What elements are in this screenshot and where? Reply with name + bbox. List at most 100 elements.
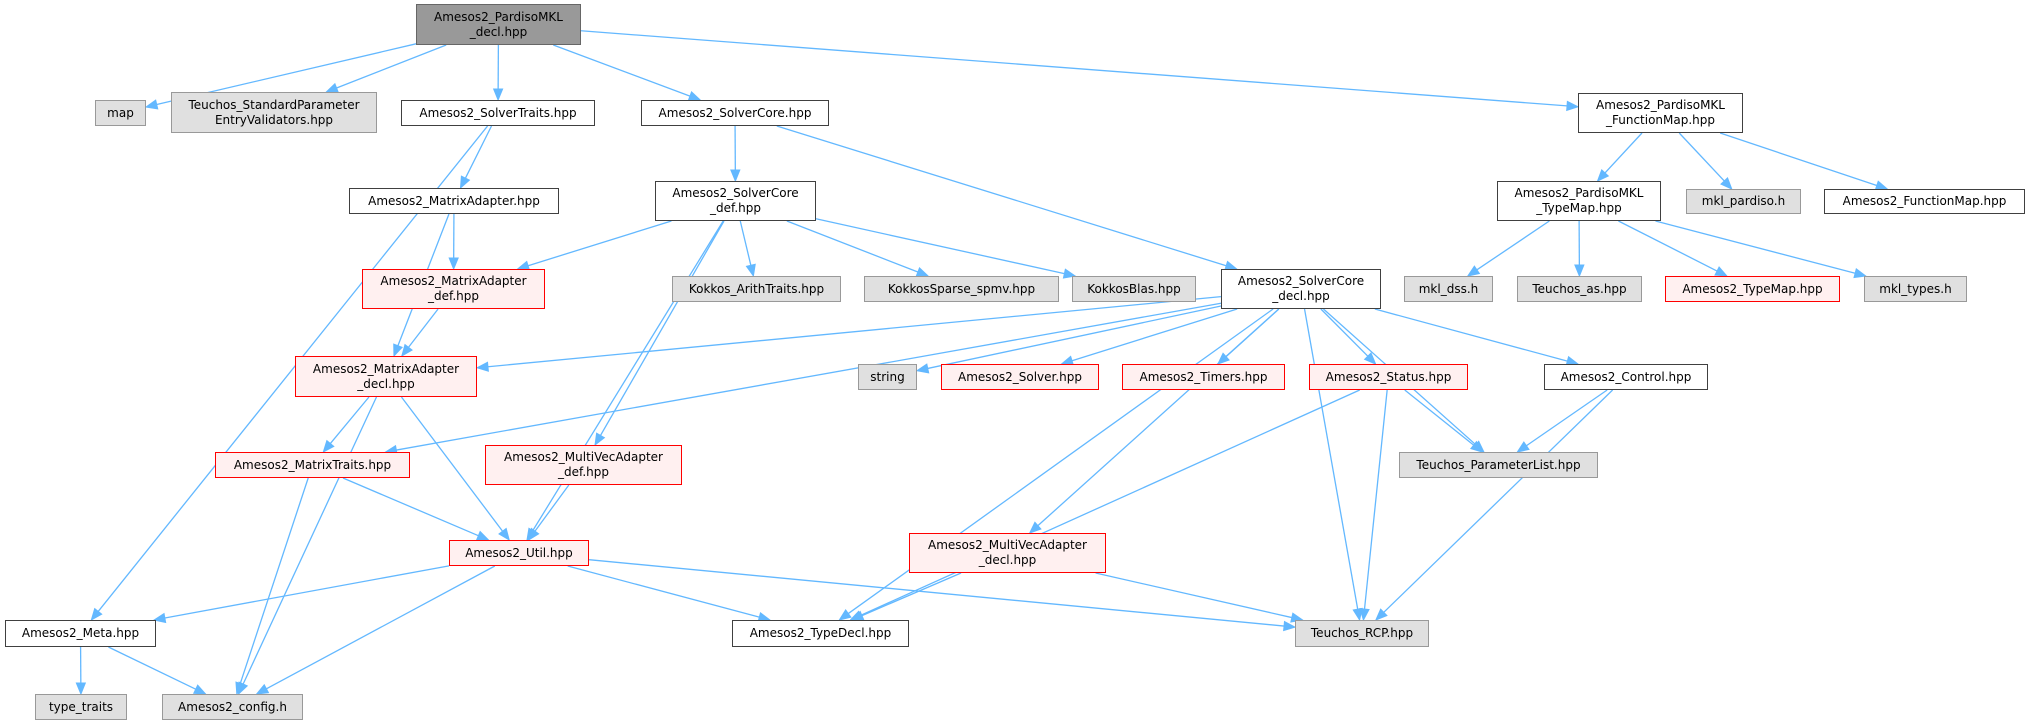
edge-status-to-type_decl — [860, 389, 1360, 617]
node-map[interactable]: map — [95, 100, 146, 126]
edge-solver_core_def-to-matrix_adapter_def — [527, 220, 672, 267]
node-label: Teuchos_RCP.hpp — [1310, 626, 1414, 640]
node-pardiso-function-map[interactable]: Amesos2_PardisoMKL_FunctionMap.hpp — [1578, 93, 1743, 133]
node-label: string — [870, 369, 905, 384]
node-label: Teuchos_ParameterList.hpp — [1416, 457, 1581, 472]
arrowhead-icon — [838, 609, 852, 621]
edge-solver_core_def-to-kokkos_spmv — [786, 220, 919, 273]
node-mkl-types[interactable]: mkl_types.h — [1864, 276, 1967, 302]
arrowhead-icon — [393, 343, 403, 358]
arrowhead-icon — [1853, 268, 1868, 279]
node-type-decl[interactable]: Amesos2_TypeDecl.hpp — [732, 620, 909, 647]
node-function-map[interactable]: Amesos2_FunctionMap.hpp — [1824, 189, 2025, 214]
edge-pardiso_function_map-to-pardiso_type_map — [1604, 132, 1643, 174]
arrowhead-icon — [492, 88, 504, 102]
edge-multivec_adapter_def-to-util — [534, 484, 570, 532]
node-type-map[interactable]: Amesos2_TypeMap.hpp — [1665, 276, 1840, 302]
node-label: Amesos2_MultiVecAdapter — [504, 450, 663, 464]
node-label: Amesos2_Solver.hpp — [957, 369, 1083, 384]
node-multivec-adapter-def[interactable]: Amesos2_MultiVecAdapter_def.hpp — [485, 445, 682, 485]
arrowhead-icon — [1028, 521, 1042, 534]
node-util[interactable]: Amesos2_Util.hpp — [449, 540, 589, 566]
node-mkl-pardiso[interactable]: mkl_pardiso.h — [1686, 189, 1801, 214]
arrowhead-icon — [475, 361, 489, 372]
arrowhead-icon — [1374, 608, 1388, 621]
node-status[interactable]: Amesos2_Status.hpp — [1309, 364, 1468, 390]
edge-control-to-rcp — [1383, 389, 1614, 613]
node-parameter-list[interactable]: Teuchos_ParameterList.hpp — [1399, 452, 1598, 478]
edge-solver_core_decl-to-matrix_traits — [396, 302, 1222, 451]
node-type-traits[interactable]: type_traits — [35, 694, 127, 720]
node-matrix-adapter[interactable]: Amesos2_MatrixAdapter.hpp — [349, 188, 559, 214]
node-matrix-traits[interactable]: Amesos2_MatrixTraits.hpp — [215, 452, 410, 478]
edge-pardiso_function_map-to-mkl_pardiso — [1678, 132, 1725, 182]
edge-pardiso_function_map-to-function_map — [1719, 132, 1877, 187]
node-config[interactable]: Amesos2_config.h — [162, 694, 303, 720]
edge-status-to-rcp — [1363, 389, 1388, 610]
arrowhead-icon — [1363, 352, 1377, 365]
arrowhead-icon — [144, 99, 159, 110]
arrowhead-icon — [325, 82, 339, 93]
arrowhead-icon — [448, 257, 459, 271]
arrowhead-icon — [475, 530, 490, 541]
node-solver[interactable]: Amesos2_Solver.hpp — [941, 364, 1099, 390]
node-label: Amesos2_config.h — [178, 699, 287, 714]
node-solver-traits[interactable]: Amesos2_SolverTraits.hpp — [401, 100, 595, 126]
arrowhead-icon — [527, 527, 540, 542]
arrowhead-icon — [152, 612, 167, 624]
node-solver-core-def[interactable]: Amesos2_SolverCore_def.hpp — [655, 181, 816, 221]
node-pardiso-decl[interactable]: Amesos2_PardisoMKL_decl.hpp — [416, 4, 581, 45]
node-label: Amesos2_PardisoMKL — [1514, 186, 1644, 200]
node-multivec-adapter-decl[interactable]: Amesos2_MultiVecAdapter_decl.hpp — [909, 533, 1106, 573]
node-matrix-adapter-def[interactable]: Amesos2_MatrixAdapter_def.hpp — [362, 269, 545, 309]
edge-multivec_adapter_decl-to-rcp — [1095, 572, 1292, 619]
node-label: Amesos2_PardisoMKL — [434, 9, 563, 24]
arrowhead-icon — [90, 607, 103, 622]
node-pardiso-type-map[interactable]: Amesos2_PardisoMKL_TypeMap.hpp — [1497, 181, 1661, 221]
arrowhead-icon — [594, 432, 606, 447]
node-label: Kokkos_ArithTraits.hpp — [688, 281, 825, 296]
edge-matrix_adapter_decl-to-util — [400, 396, 504, 532]
arrowhead-icon — [1352, 607, 1363, 622]
node-kokkos-arith[interactable]: Kokkos_ArithTraits.hpp — [672, 276, 841, 302]
node-label: Amesos2_MatrixAdapter.hpp — [368, 193, 540, 208]
node-timers[interactable]: Amesos2_Timers.hpp — [1122, 364, 1285, 390]
edge-solver_core_def-to-multivec_adapter_def — [599, 220, 725, 436]
node-teuchos-as[interactable]: Teuchos_as.hpp — [1517, 276, 1642, 302]
node-label: map — [107, 105, 134, 120]
edge-solver_core_decl-to-matrix_adapter_decl — [487, 296, 1222, 368]
node-kokkos-blas[interactable]: KokkosBlas.hpp — [1072, 276, 1196, 302]
node-solver-core[interactable]: Amesos2_SolverCore.hpp — [641, 100, 829, 126]
edge-control-to-parameter_list — [1526, 389, 1608, 447]
edge-solver_core_decl-to-string — [927, 305, 1222, 370]
node-label: _decl.hpp — [978, 553, 1037, 567]
node-label: _decl.hpp — [1272, 289, 1330, 303]
arrowhead-icon — [322, 439, 335, 454]
arrowhead-icon — [915, 266, 930, 277]
node-control[interactable]: Amesos2_Control.hpp — [1544, 364, 1708, 390]
node-meta[interactable]: Amesos2_Meta.hpp — [5, 620, 156, 647]
edge-multivec_adapter_decl-to-type_decl — [861, 572, 962, 617]
node-label: _FunctionMap.hpp — [1605, 113, 1716, 127]
node-rcp[interactable]: Teuchos_RCP.hpp — [1295, 620, 1429, 647]
node-label: Amesos2_Util.hpp — [465, 545, 573, 560]
edge-util-to-rcp — [588, 559, 1285, 627]
edge-solver_core_def-to-kokkos_blas — [815, 218, 1065, 275]
node-solver-core-decl[interactable]: Amesos2_SolverCore_decl.hpp — [1221, 269, 1381, 309]
arrowhead-icon — [255, 683, 270, 695]
node-label: _def.hpp — [557, 465, 609, 479]
edge-matrix_traits-to-util — [342, 477, 479, 537]
node-string[interactable]: string — [858, 364, 917, 390]
node-label: _TypeMap.hpp — [1536, 201, 1622, 215]
node-label: _def.hpp — [709, 201, 761, 215]
node-matrix-adapter-decl[interactable]: Amesos2_MatrixAdapter_decl.hpp — [295, 356, 477, 397]
node-label: _decl.hpp — [357, 376, 415, 391]
node-kokkos-spmv[interactable]: KokkosSparse_spmv.hpp — [864, 276, 1059, 302]
arrowhead-icon — [1566, 100, 1580, 112]
edge-pardiso_decl-to-teuchos_std — [336, 44, 447, 89]
node-mkl-dss[interactable]: mkl_dss.h — [1404, 276, 1493, 302]
node-label: Amesos2_MatrixTraits.hpp — [233, 457, 392, 472]
edge-solver_core_decl-to-control — [1374, 308, 1568, 362]
node-label: Amesos2_MatrixAdapter — [312, 361, 460, 376]
